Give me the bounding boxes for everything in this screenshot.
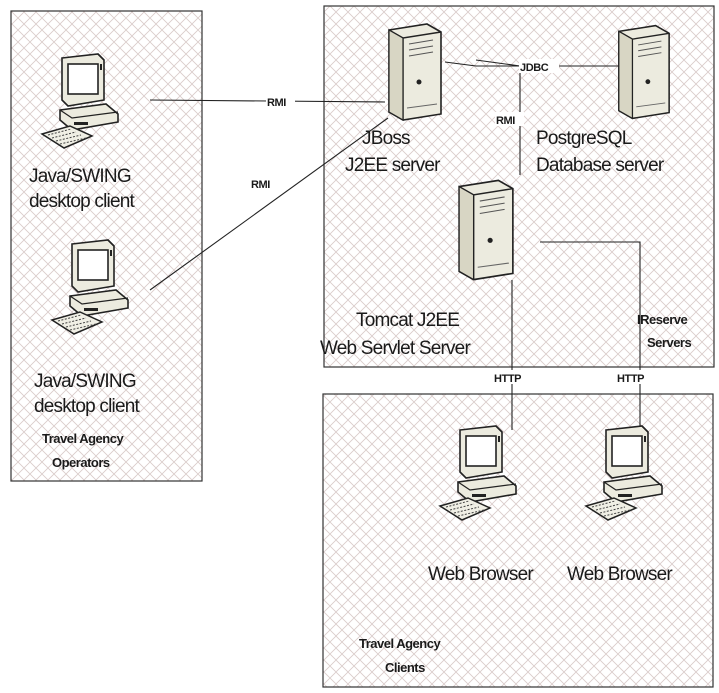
browser2-label: Web Browser <box>567 564 673 585</box>
tomcat-http-right <box>540 241 641 392</box>
server-tower-icon <box>458 179 514 281</box>
rmi-diagonal-line <box>149 117 389 291</box>
rmi-top-label: RMI <box>267 97 286 109</box>
http-left-label: HTTP <box>494 373 521 385</box>
http-right-label: HTTP <box>617 373 644 385</box>
rmi-diagonal-label: RMI <box>251 179 270 191</box>
edge-labels: RMI RMI RMI JDBC HTTP HTTP <box>250 59 658 385</box>
browser1-label: Web Browser <box>428 564 534 585</box>
server-tower-icon <box>388 23 442 121</box>
jdbc-label: JDBC <box>520 62 549 74</box>
server-tower-icon <box>618 24 670 120</box>
rmi-vertical-label: RMI <box>496 115 515 127</box>
